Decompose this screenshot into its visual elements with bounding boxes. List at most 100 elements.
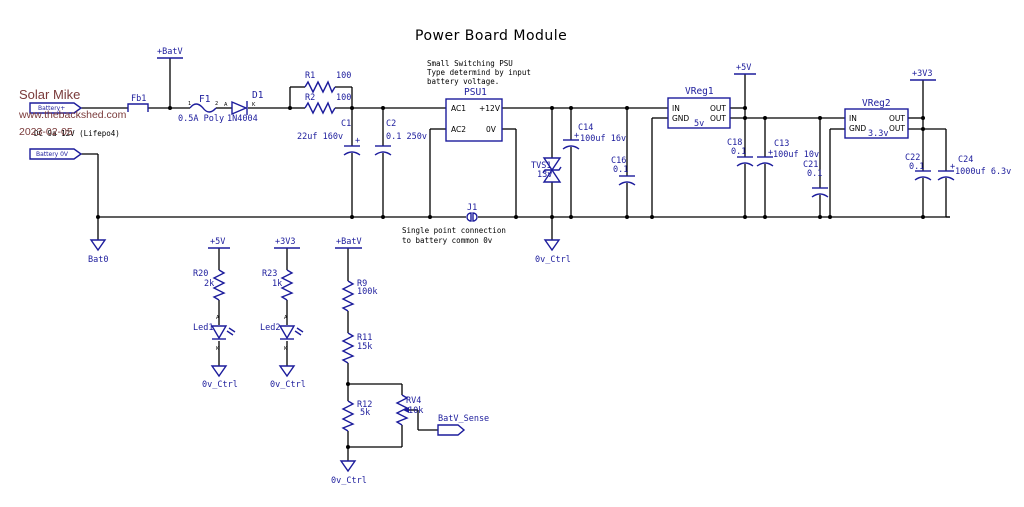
capacitor-c1[interactable]: + C1 22uf 160v (297, 119, 361, 156)
power-flag-batv-divider: +BatV (335, 237, 362, 249)
ground-0v-ctrl-tvs: 0v_Ctrl (535, 239, 571, 265)
svg-text:R1: R1 (305, 71, 315, 81)
svg-text:VReg1: VReg1 (685, 86, 714, 97)
svg-text:OUT: OUT (889, 114, 905, 123)
resistor-r23[interactable]: R23 1k (262, 269, 294, 301)
capacitor-c13[interactable]: + C13 100uf 10v (756, 139, 819, 167)
svg-text:GND: GND (849, 124, 866, 133)
svg-text:Small Switching PSU: Small Switching PSU (427, 59, 513, 68)
power-flag-3v3-led: +3V3 (274, 237, 300, 249)
regulator-vreg2[interactable]: VReg2 IN GND OUT OUT 3.3v (844, 98, 909, 139)
capacitor-c22[interactable]: C22 0.1 (905, 153, 932, 181)
power-flag-5v-main: +5V (734, 63, 756, 75)
svg-text:0v_Ctrl: 0v_Ctrl (202, 380, 238, 390)
ground-0v-ctrl-led1: 0v_Ctrl (202, 365, 238, 390)
diode-d1[interactable]: D1 A K 1N4004 (224, 90, 264, 124)
supply-note: DC 9a 12V (Lifepo4) (34, 129, 120, 138)
led-led2[interactable]: Led2 A K (260, 315, 304, 352)
svg-text:R12: R12 (357, 400, 372, 410)
power-flag-batv-top: +BatV (157, 47, 183, 59)
wires (81, 58, 950, 461)
junction-dots (96, 106, 925, 449)
svg-text:Fb1: Fb1 (131, 94, 146, 104)
svg-text:+: + (950, 162, 955, 172)
svg-text:+5V: +5V (210, 237, 225, 247)
svg-text:R2: R2 (305, 93, 315, 103)
resistor-r9[interactable]: R9 100k (341, 279, 377, 312)
svg-text:OUT: OUT (889, 124, 905, 133)
capacitor-c14[interactable]: + C14 100uf 16v (562, 123, 626, 150)
resistor-r1[interactable]: R1 100 (304, 71, 351, 94)
svg-text:K: K (252, 102, 256, 108)
page-title: Power Board Module (415, 28, 567, 44)
svg-text:Battery 0V: Battery 0V (36, 151, 69, 158)
svg-text:R23: R23 (262, 269, 277, 279)
svg-text:0.1: 0.1 (613, 165, 628, 175)
svg-text:+12V: +12V (479, 104, 501, 113)
tvs-diode-tvs1[interactable]: TVS1 13v (531, 157, 562, 183)
svg-text:0.1: 0.1 (909, 162, 924, 172)
ferrite-bead-fb1[interactable]: Fb1 (127, 94, 149, 112)
fuse-f1[interactable]: F1 1 2 0.5A Poly (178, 94, 224, 124)
capacitor-c2[interactable]: C2 0.1 250v (374, 119, 427, 156)
svg-text:C16: C16 (611, 156, 626, 166)
capacitor-c18[interactable]: C18 0.1 (727, 138, 754, 167)
capacitor-c24[interactable]: + C24 1000uf 6.3v (937, 155, 1011, 181)
svg-text:2: 2 (215, 101, 218, 107)
svg-text:OUT: OUT (710, 104, 726, 113)
svg-text:15k: 15k (357, 342, 372, 352)
svg-text:K: K (216, 346, 220, 352)
potentiometer-rv4[interactable]: RV4 10k (395, 394, 423, 426)
watermark: Solar Mike www.thebackshed.com 2023-02-0… (18, 87, 127, 138)
svg-text:R20: R20 (193, 269, 208, 279)
svg-text:Solar Mike: Solar Mike (19, 87, 80, 102)
ground-bat0: Bat0 (88, 239, 108, 265)
capacitor-c21[interactable]: C21 0.1 (803, 160, 829, 198)
svg-text:+: + (355, 136, 360, 146)
svg-text:2k: 2k (204, 279, 214, 289)
capacitor-c16[interactable]: C16 0.1 (611, 156, 636, 186)
svg-text:100: 100 (336, 93, 351, 103)
resistor-r2[interactable]: R2 100 (304, 93, 351, 115)
led-led1[interactable]: Led1 A K (193, 315, 236, 352)
svg-text:Led1: Led1 (193, 323, 213, 333)
svg-text:2023-02-05: 2023-02-05 (19, 126, 73, 138)
svg-text:R9: R9 (357, 279, 367, 289)
svg-text:J1: J1 (467, 203, 477, 213)
svg-text:+: + (768, 148, 773, 158)
svg-text:R11: R11 (357, 333, 372, 343)
battery-neg-port[interactable]: Battery 0V (29, 148, 83, 160)
svg-text:IN: IN (849, 114, 857, 123)
svg-text:0.1: 0.1 (807, 169, 822, 179)
resistor-r12[interactable]: R12 5k (341, 400, 372, 432)
svg-text:C13: C13 (774, 139, 789, 149)
svg-text:+3V3: +3V3 (912, 69, 932, 79)
jumper-j1[interactable]: J1 Single point connection to battery co… (402, 203, 506, 245)
psu-psu1[interactable]: Small Switching PSU Type determind by in… (427, 59, 531, 142)
svg-text:22uf 160v: 22uf 160v (297, 132, 343, 142)
svg-text:5k: 5k (360, 408, 370, 418)
svg-text:0V: 0V (486, 125, 497, 134)
svg-text:VReg2: VReg2 (862, 98, 891, 109)
svg-text:C21: C21 (803, 160, 818, 170)
svg-text:+BatV: +BatV (157, 47, 183, 57)
power-flag-5v-led: +5V (208, 237, 230, 249)
battery-pos-port[interactable]: Battery+ (29, 102, 83, 114)
svg-text:battery voltage.: battery voltage. (427, 77, 499, 86)
svg-text:D1: D1 (252, 90, 264, 101)
svg-text:C2: C2 (386, 119, 396, 129)
batv-sense-port[interactable]: BatV_Sense (437, 414, 489, 436)
svg-text:C1: C1 (341, 119, 351, 129)
regulator-vreg1[interactable]: VReg1 IN GND OUT OUT 5v (667, 86, 731, 129)
svg-text:Battery+: Battery+ (38, 105, 65, 112)
resistor-r20[interactable]: R20 2k (193, 269, 226, 301)
svg-text:0.1 250v: 0.1 250v (386, 132, 427, 142)
svg-text:to battery common 0v: to battery common 0v (402, 236, 493, 245)
resistor-r11[interactable]: R11 15k (341, 332, 372, 364)
svg-text:A: A (224, 102, 228, 108)
svg-text:F1: F1 (199, 94, 211, 105)
svg-text:1: 1 (188, 101, 191, 107)
svg-text:A: A (284, 315, 288, 321)
svg-text:1k: 1k (272, 279, 282, 289)
